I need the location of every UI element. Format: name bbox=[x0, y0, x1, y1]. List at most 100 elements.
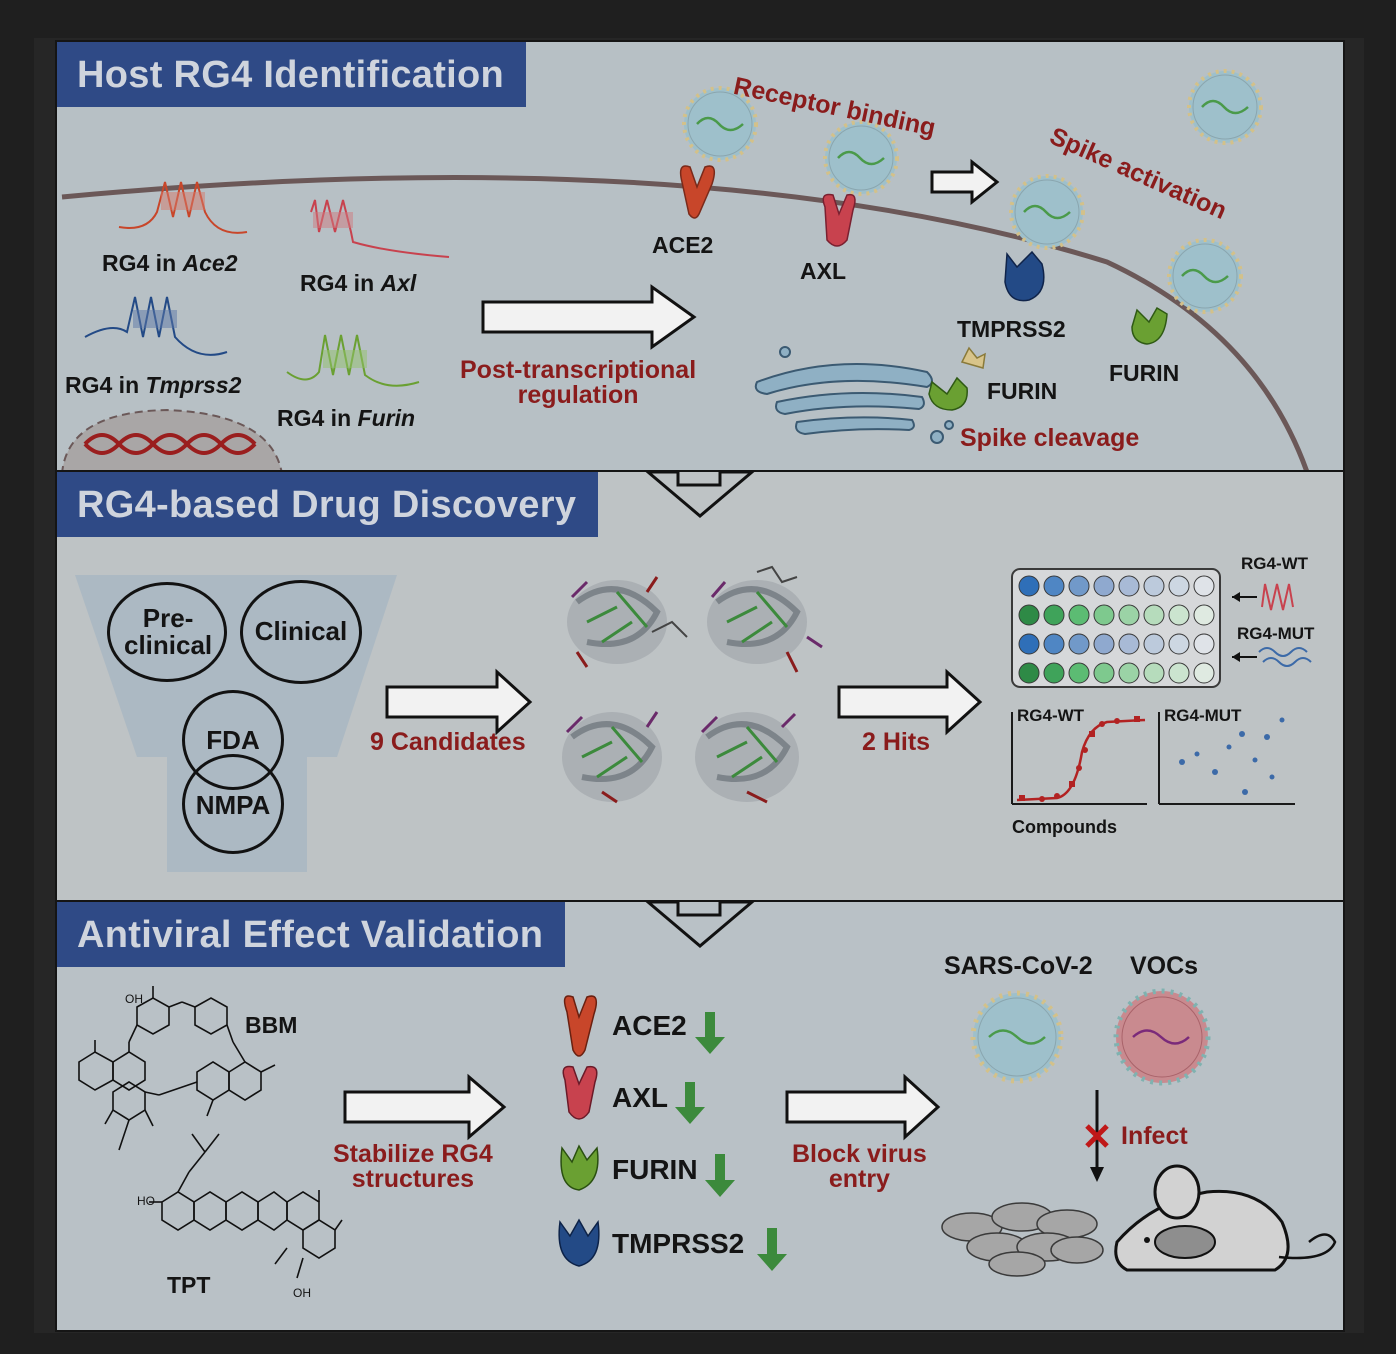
spike-fragment-icon bbox=[960, 346, 986, 369]
furin-icon bbox=[560, 1144, 599, 1191]
right-arrow-icon-small bbox=[930, 158, 1000, 206]
down-arrow-icon-panel-1 bbox=[643, 470, 757, 518]
plot-point-wt bbox=[1039, 796, 1045, 802]
target-axl-label: AXL bbox=[612, 1082, 668, 1113]
plot-x-label: Compounds bbox=[1012, 817, 1117, 837]
atom-label-ho-tpt: HO bbox=[137, 1194, 155, 1208]
post-transcriptional-regulation-label: Post-transcriptional regulation bbox=[460, 356, 697, 409]
rg4-complex-icon-1 bbox=[567, 576, 688, 668]
infect-label: Infect bbox=[1121, 1122, 1188, 1150]
right-arrow-icon-candidates bbox=[385, 668, 533, 736]
virus-icon-1 bbox=[682, 86, 758, 162]
rg4-structure-icon-axl bbox=[310, 199, 450, 258]
atom-label-oh-bbm: OH bbox=[125, 992, 143, 1006]
preclinical-circle: Pre-clinical bbox=[107, 582, 227, 682]
plot-label-wt: RG4-WT bbox=[1017, 706, 1085, 725]
plate-well bbox=[1143, 633, 1165, 655]
plate-well bbox=[1068, 662, 1090, 684]
furin-membrane-icon bbox=[1131, 306, 1168, 345]
target-tmprss2-label: TMPRSS2 bbox=[612, 1228, 745, 1259]
rg4-label-axl: RG4 in Axl bbox=[300, 270, 417, 296]
plate-label-wt: RG4-WT bbox=[1241, 554, 1309, 573]
plate-well bbox=[1093, 662, 1115, 684]
rg4-wt-mini-icon bbox=[1261, 583, 1294, 611]
plate-well bbox=[1018, 575, 1040, 597]
plate-well bbox=[1118, 604, 1140, 626]
plot-point-wt bbox=[1082, 747, 1088, 753]
plate-well bbox=[1168, 662, 1190, 684]
host-panel-graphics bbox=[61, 69, 1309, 470]
plate-well bbox=[1193, 575, 1215, 597]
nucleus-icon bbox=[61, 408, 283, 470]
plate-well bbox=[1043, 662, 1065, 684]
atom-label-oh-tpt: OH bbox=[293, 1286, 311, 1300]
panel-title-host: Host RG4 Identification bbox=[57, 42, 527, 107]
rg4-structure-icon-furin bbox=[286, 334, 420, 387]
vocs-label: VOCs bbox=[1130, 952, 1199, 980]
plate-well bbox=[1093, 575, 1115, 597]
cell-membrane bbox=[61, 175, 1309, 470]
plot-point-mut bbox=[1264, 734, 1270, 740]
plot-point-wt bbox=[1019, 795, 1025, 801]
panel-drug-discovery: RG4-based Drug Discovery Pre-clinical Cl… bbox=[55, 470, 1345, 902]
stabilize-label: Stabilize RG4 structures bbox=[333, 1140, 493, 1193]
down-arrow-icon-tmprss2 bbox=[757, 1228, 787, 1271]
virus-icon-2 bbox=[823, 120, 899, 196]
validation-panel-graphics bbox=[78, 986, 1337, 1279]
plate-well bbox=[1043, 633, 1065, 655]
ace2-receptor-icon bbox=[679, 165, 716, 219]
plate-well bbox=[1043, 575, 1065, 597]
sars-cov-2-label: SARS-CoV-2 bbox=[944, 952, 1093, 980]
plot-point-mut bbox=[1226, 744, 1232, 750]
rg4-label-tmprss2: RG4 in Tmprss2 bbox=[65, 372, 242, 398]
plot-point-wt bbox=[1134, 716, 1140, 722]
down-arrow-icon-furin bbox=[705, 1154, 735, 1197]
candidates-label: 9 Candidates bbox=[370, 728, 526, 756]
plot-point-mut bbox=[1194, 751, 1200, 757]
plate-well bbox=[1168, 604, 1190, 626]
tmprss2-protein-icon bbox=[1004, 250, 1045, 302]
plot-point-wt bbox=[1054, 793, 1060, 799]
plot-point-mut bbox=[1242, 789, 1248, 795]
plot-label-mut: RG4-MUT bbox=[1164, 706, 1242, 725]
furin-membrane-label: FURIN bbox=[1109, 360, 1180, 386]
plate-well bbox=[1193, 662, 1215, 684]
down-arrow-icon-axl bbox=[675, 1082, 705, 1124]
panel-host-rg4-identification: Host RG4 Identification RG4 in Ace2 RG4 … bbox=[55, 40, 1345, 472]
tpt-molecule-icon bbox=[149, 1133, 343, 1279]
rg4-complex-icon-2 bbox=[707, 565, 823, 673]
axl-label: AXL bbox=[800, 258, 846, 284]
plot-point-wt bbox=[1089, 731, 1095, 737]
tmprss2-icon bbox=[558, 1218, 600, 1267]
cells-icon bbox=[941, 1202, 1104, 1277]
furin-golgi-icon bbox=[928, 376, 968, 411]
golgi-icon bbox=[754, 346, 954, 444]
right-arrow-icon-hits bbox=[837, 668, 983, 736]
plot-point-mut bbox=[1269, 774, 1275, 780]
right-arrow-icon-block bbox=[785, 1073, 941, 1141]
plate-well bbox=[1118, 633, 1140, 655]
ace2-label: ACE2 bbox=[652, 232, 714, 258]
plate-well bbox=[1143, 575, 1165, 597]
axl-icon bbox=[562, 1065, 598, 1120]
plot-point-wt bbox=[1076, 765, 1082, 771]
plate-well bbox=[1018, 662, 1040, 684]
rg4-label-ace2: RG4 in Ace2 bbox=[102, 250, 238, 276]
ace2-icon bbox=[563, 995, 598, 1057]
plate-well bbox=[1093, 633, 1115, 655]
nmpa-circle: NMPA bbox=[182, 754, 284, 854]
plot-point-wt bbox=[1099, 721, 1105, 727]
sars-cov-2-virus-icon bbox=[970, 990, 1064, 1084]
rg4-structure-icon-ace2 bbox=[118, 181, 248, 234]
plot-point-mut bbox=[1252, 757, 1258, 763]
plot-point-wt bbox=[1114, 718, 1120, 724]
target-ace2-label: ACE2 bbox=[612, 1010, 687, 1041]
virus-icon-3 bbox=[1009, 174, 1085, 250]
clinical-circle: Clinical bbox=[240, 580, 362, 684]
rg4-mut-mini-icon bbox=[1258, 647, 1312, 667]
bbm-label: BBM bbox=[245, 1012, 298, 1038]
plot-point-mut bbox=[1179, 759, 1185, 765]
axl-receptor-icon bbox=[822, 193, 856, 247]
bbm-molecule-icon bbox=[78, 986, 276, 1151]
plate-well bbox=[1118, 575, 1140, 597]
